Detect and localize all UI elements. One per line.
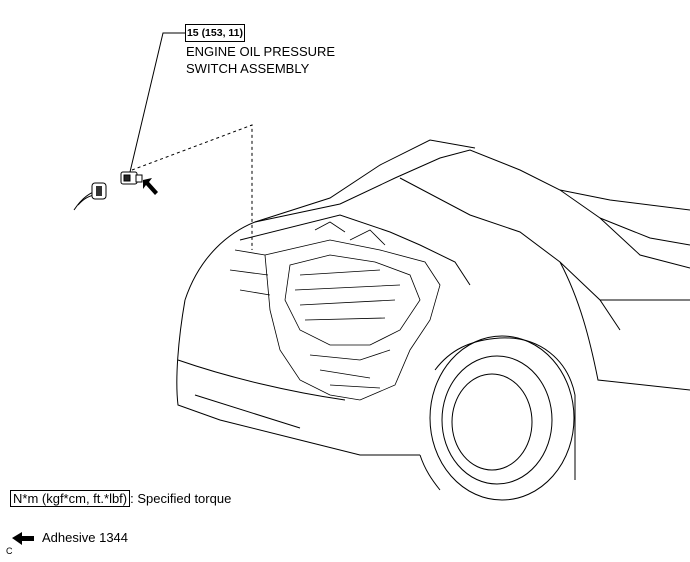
engine-assembly (229, 221, 441, 401)
callout-leader-line (129, 32, 185, 173)
torque-unit-box: N*m (kgf*cm, ft.*lbf) (10, 490, 131, 507)
part-name-label: ENGINE OIL PRESSURE SWITCH ASSEMBLY (186, 43, 335, 77)
oil-pressure-switch (120, 171, 143, 185)
adhesive-arrow-icon (143, 178, 158, 195)
adhesive-legend: Adhesive 1344 (42, 530, 129, 545)
legend-arrow-icon (12, 532, 34, 545)
torque-legend: N*m (kgf*cm, ft.*lbf): Specified torque (10, 490, 231, 507)
torque-legend-desc: : Specified torque (130, 491, 232, 506)
front-wheel (429, 335, 575, 501)
footer-code: C (6, 546, 13, 556)
part-name-line2: SWITCH ASSEMBLY (186, 61, 310, 76)
dashed-locator-line (131, 124, 253, 250)
part-name-line1: ENGINE OIL PRESSURE (186, 44, 336, 59)
car-body-outline (176, 139, 690, 491)
torque-value-box: 15 (153, 11) (185, 24, 245, 42)
